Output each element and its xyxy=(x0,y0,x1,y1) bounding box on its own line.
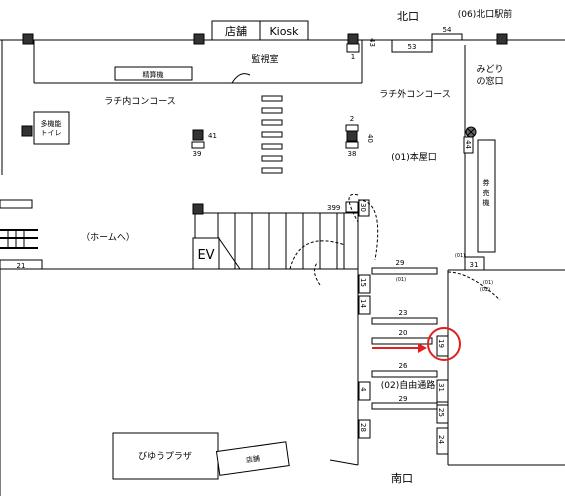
shop-bottom-box xyxy=(215,441,290,476)
pillar xyxy=(347,33,359,45)
to-platform-label: （ホームへ） xyxy=(81,232,135,243)
number-44: 44 xyxy=(464,140,472,149)
number-30: 30 xyxy=(359,203,367,212)
number-28: 28 xyxy=(359,423,367,432)
number-25: 25 xyxy=(437,408,445,417)
label-02-a: (02) xyxy=(480,287,490,293)
number-54: 54 xyxy=(443,26,452,34)
fare-adjust-box xyxy=(114,66,193,81)
pillar xyxy=(346,130,358,142)
pillar xyxy=(192,203,204,215)
svg-text:券: 券 xyxy=(483,178,490,187)
shop-bottom-label: 店舗 xyxy=(245,454,260,465)
inner-concourse-label: ラチ内コンコース xyxy=(104,95,176,107)
stair-marks xyxy=(261,95,283,174)
number-399: 399 xyxy=(327,204,340,212)
number-31-bottom: 31 xyxy=(437,383,445,392)
number-23: 23 xyxy=(399,309,408,317)
pillar xyxy=(192,129,204,141)
pillar xyxy=(496,33,508,45)
ticket-window-label-1: みどり xyxy=(476,64,503,75)
door-arc xyxy=(231,73,251,84)
number-2: 2 xyxy=(350,115,354,123)
multi-toilet-box xyxy=(33,111,70,145)
number-1: 1 xyxy=(351,53,355,61)
label-01-b: (01) xyxy=(455,253,465,259)
left-stairs xyxy=(0,199,38,249)
red-arrow-icon xyxy=(418,343,427,353)
number-21: 21 xyxy=(17,262,26,270)
number-20: 20 xyxy=(399,329,408,337)
number-26: 26 xyxy=(399,362,408,370)
north-exit-label: 北口 xyxy=(397,10,419,23)
byu-plaza-label: びゆうプラザ xyxy=(138,451,192,462)
fare-adjust-label: 精算機 xyxy=(143,70,164,79)
shop-label: 店舗 xyxy=(225,24,247,38)
outer-concourse-label: ラチ外コンコース xyxy=(379,88,451,100)
ticket-window-label-2: の窓口 xyxy=(476,75,503,87)
number-38: 38 xyxy=(348,150,357,158)
number-31-top: 31 xyxy=(470,261,479,269)
number-24: 24 xyxy=(437,435,445,444)
number-53: 53 xyxy=(408,43,417,51)
number-15: 15 xyxy=(359,278,367,287)
door-swings xyxy=(289,193,501,301)
monitor-room-label: 監視室 xyxy=(251,53,278,65)
number-4: 4 xyxy=(359,387,367,392)
pillar xyxy=(21,125,33,137)
svg-text:機: 機 xyxy=(483,198,490,207)
sign-54-box xyxy=(431,33,463,41)
label-01-a: (01) xyxy=(396,277,406,283)
north-station-front-label: (06)北口駅前 xyxy=(458,8,512,20)
sign-53-box xyxy=(391,39,433,53)
pillar xyxy=(22,33,34,45)
number-41: 41 xyxy=(208,132,217,140)
motoya-exit-label: (01)本屋口 xyxy=(391,151,436,163)
highlight-circle xyxy=(427,327,461,361)
multi-toilet-label-2: トイレ xyxy=(41,129,62,137)
number-39: 39 xyxy=(193,150,202,158)
number-19: 19 xyxy=(437,339,445,348)
pillar xyxy=(193,33,205,45)
elevator-box xyxy=(192,237,220,270)
shop-bottom-group: 店舗 xyxy=(215,441,290,476)
kiosk-box xyxy=(259,20,309,41)
south-exit-label: 南口 xyxy=(391,472,413,485)
multi-toilet-label-1: 多機能 xyxy=(41,119,62,128)
number-40: 40 xyxy=(366,134,374,143)
free-passage-label: (02)自由通路 xyxy=(381,379,435,391)
byu-plaza-box xyxy=(112,432,219,480)
svg-text:売: 売 xyxy=(483,188,490,197)
label-01-c: (01) xyxy=(483,280,493,286)
ticket-machine-box xyxy=(477,139,496,253)
sign-1-box xyxy=(346,43,360,53)
number-29-bottom: 29 xyxy=(399,395,408,403)
kiosk-label: Kiosk xyxy=(269,25,299,38)
elevator-label: EV xyxy=(197,248,214,263)
number-29-top: 29 xyxy=(396,259,405,267)
number-14: 14 xyxy=(359,299,367,308)
number-43: 43 xyxy=(368,38,376,47)
